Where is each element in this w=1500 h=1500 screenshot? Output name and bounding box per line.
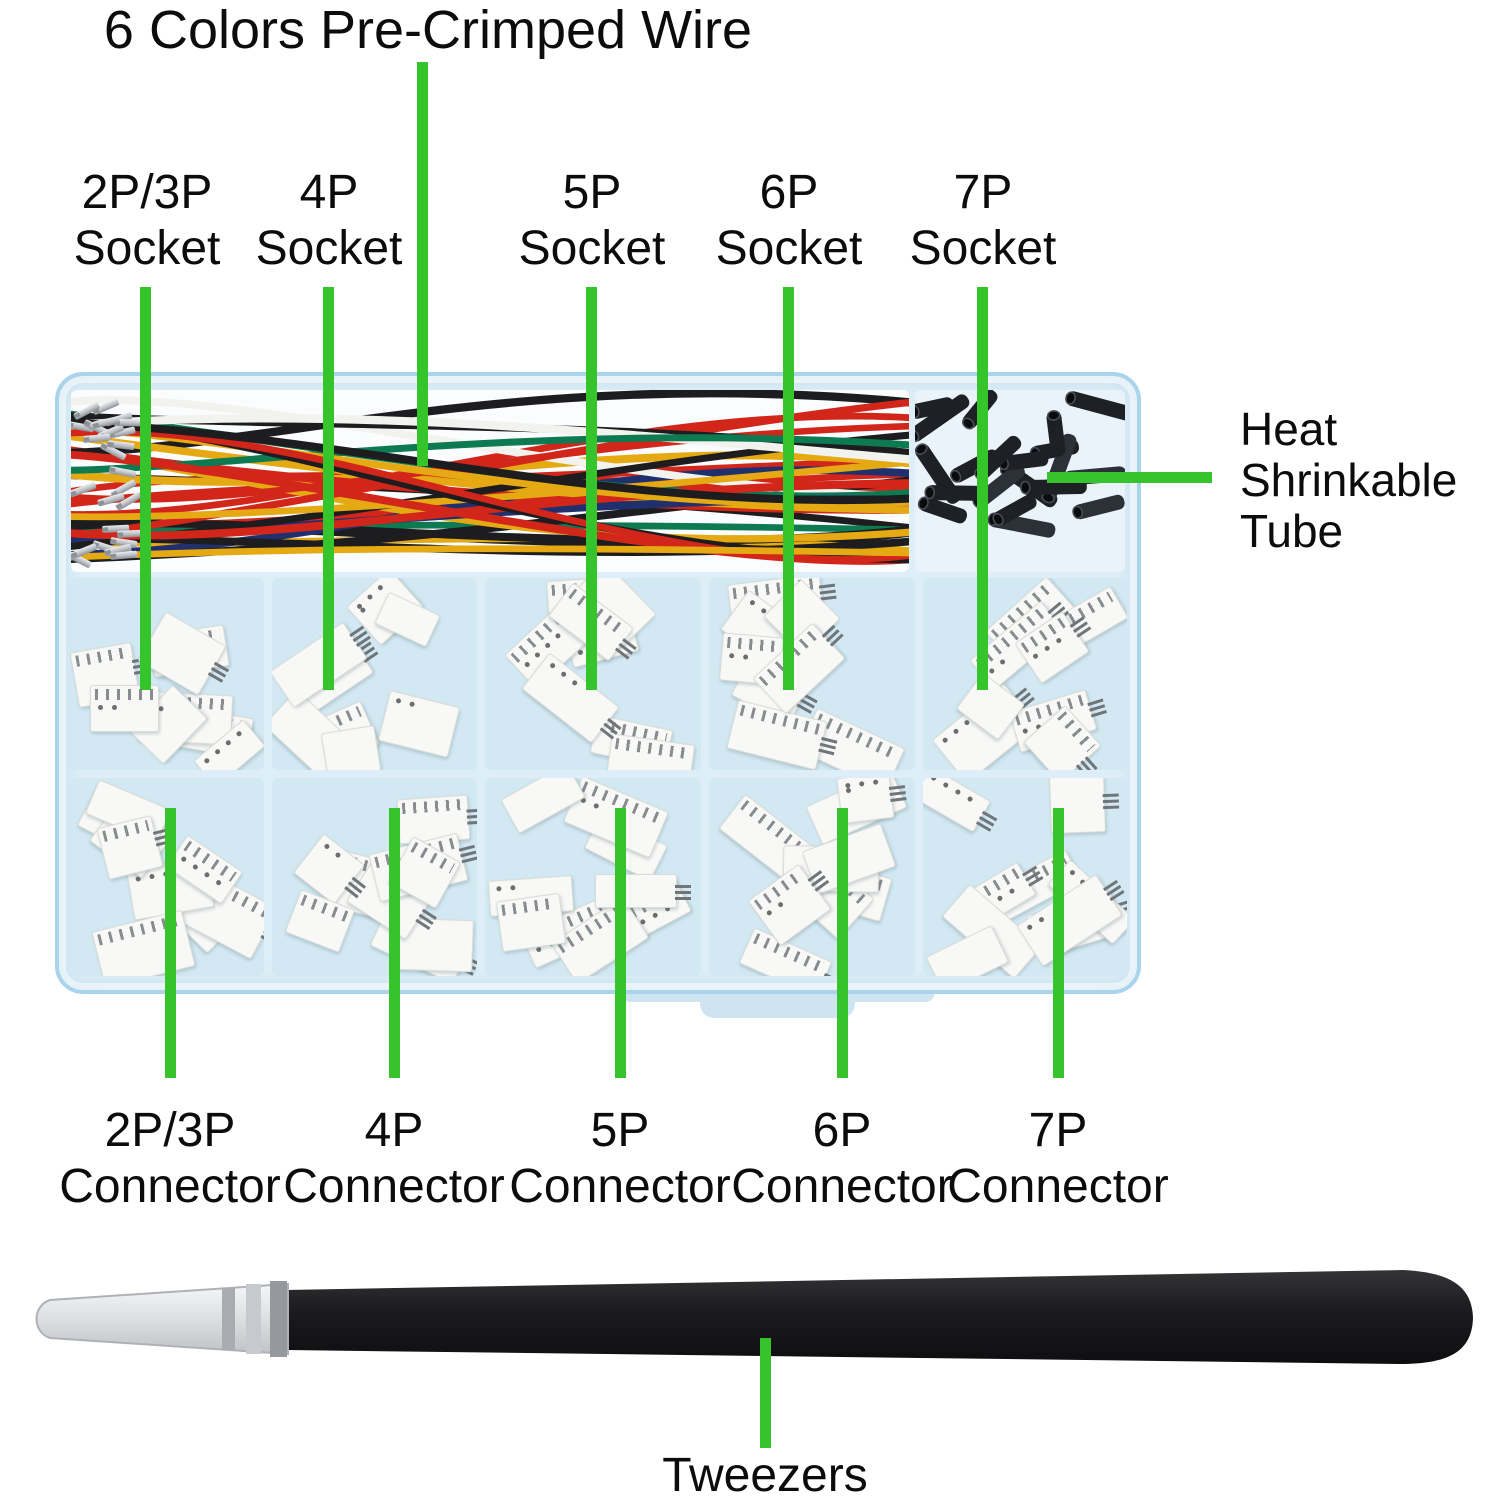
callout-line-2p3p-connector: [165, 808, 176, 1078]
connector-piece: [595, 874, 691, 908]
connector-piece: [91, 909, 196, 976]
connector-piece: [320, 725, 382, 770]
callout-line-tweezers: [760, 1338, 771, 1448]
callout-line-4p-socket: [323, 287, 334, 690]
connector-piece: [495, 892, 567, 953]
callout-line-5p-socket: [586, 287, 597, 690]
socket-label-6p: 6P Socket: [715, 166, 863, 275]
connector-label-7p: 7P Connector: [947, 1104, 1169, 1213]
connector-piece: [90, 685, 159, 732]
cap-band: [270, 1281, 287, 1357]
callout-line-7p-connector: [1053, 808, 1064, 1078]
cap-band: [246, 1284, 261, 1354]
compartment-6p-socket: [709, 578, 915, 770]
callout-line-6p-connector: [837, 808, 848, 1078]
pre-crimped-wire-title: 6 Colors Pre-Crimped Wire: [103, 0, 753, 60]
tweezers-body: [286, 1270, 1473, 1364]
callout-line-7p-socket: [977, 287, 988, 690]
compartment-4p-socket: [272, 578, 477, 770]
callout-line-6p-socket: [783, 287, 794, 690]
connector-label-2p3p: 2P/3P Connector: [59, 1104, 281, 1213]
socket-label-7p: 7P Socket: [909, 166, 1057, 275]
compartment-2p3p-socket: [69, 578, 264, 770]
callout-line-pre-crimped-wire: [417, 62, 428, 466]
socket-label-2p3p: 2P/3P Socket: [73, 166, 221, 275]
connector-piece: [923, 778, 998, 833]
connector-piece: [726, 699, 838, 770]
connector-piece: [377, 690, 461, 758]
compartment-4p-connector: [272, 778, 477, 976]
heat-shrink-label: Heat Shrinkable Tube: [1240, 403, 1458, 557]
callout-line-4p-connector: [389, 808, 400, 1078]
callout-line-heat-shrink: [1047, 472, 1212, 483]
cap-band: [222, 1288, 235, 1350]
compartment-5p-connector: [485, 778, 701, 976]
connector-label-6p: 6P Connector: [731, 1104, 953, 1213]
compartment-6p-connector: [709, 778, 915, 976]
tweezers-image: [35, 1270, 1473, 1364]
heat-shrink-tube-compartment: [915, 390, 1125, 572]
compartment-7p-connector: [923, 778, 1127, 976]
tweezers-label: Tweezers: [662, 1449, 868, 1500]
callout-line-5p-connector: [615, 808, 626, 1078]
callout-line-2p3p-socket: [140, 287, 151, 690]
connector-label-5p: 5P Connector: [509, 1104, 731, 1213]
socket-label-4p: 4P Socket: [255, 166, 403, 275]
connector-piece: [606, 733, 696, 770]
connector-piece: [396, 794, 477, 845]
socket-label-5p: 5P Socket: [518, 166, 666, 275]
compartment-7p-socket: [923, 578, 1127, 770]
connector-label-4p: 4P Connector: [283, 1104, 505, 1213]
